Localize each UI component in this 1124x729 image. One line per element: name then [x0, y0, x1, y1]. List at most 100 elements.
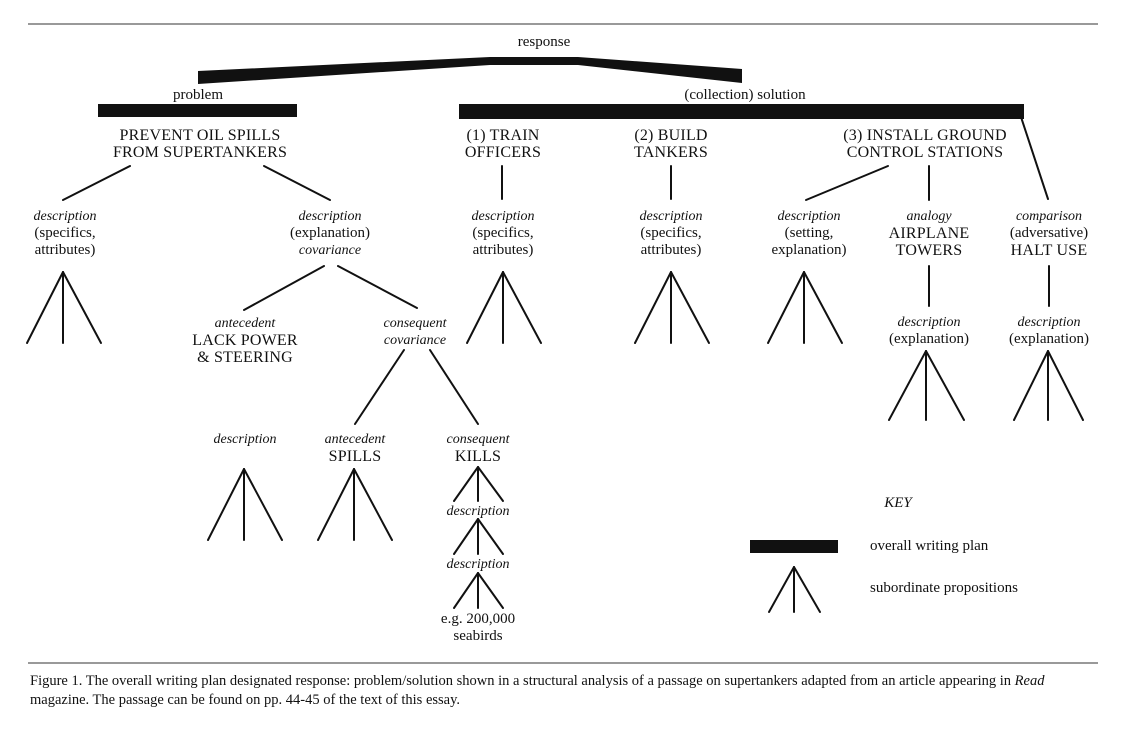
desc-a-line-1: description: [33, 209, 97, 224]
edge-cons-desc: [354, 349, 405, 425]
edge-install-desc: [805, 165, 889, 201]
node-prevent-oil-spills: PREVENT OIL SPILLS FROM SUPERTANKERS: [80, 127, 320, 161]
desc-t-line-1: description: [471, 209, 535, 224]
analogy-line-1: analogy: [906, 209, 952, 224]
label-problem: problem: [173, 87, 223, 103]
desc-co-line-1: description: [1017, 315, 1081, 330]
tri-setting: [767, 271, 843, 344]
desc-b-line-3: covariance: [298, 243, 362, 258]
desc-t-line-3: attributes): [472, 242, 534, 258]
cons1-line-2: covariance: [383, 333, 447, 348]
node-description-train: description (specifics, attributes): [443, 208, 563, 259]
node-consequent-kills: consequent KILLS: [428, 431, 528, 465]
key-bar-icon: [750, 540, 838, 553]
tri-comparison: [1013, 350, 1084, 421]
tri-build: [634, 271, 710, 344]
desc-an-line-2: (explanation): [889, 331, 969, 347]
plan-bar-problem: [98, 104, 297, 117]
comp-line-3: HALT USE: [1010, 242, 1088, 259]
desc-bu-line-1: description: [639, 209, 703, 224]
node-description-specifics-a: description (specifics, attributes): [5, 208, 125, 259]
caption-magazine-name: Read: [1014, 673, 1045, 689]
desc-b-line-2: (explanation): [290, 225, 370, 241]
tri-desc-c: [207, 468, 283, 541]
edge-problem-desc-a: [62, 165, 131, 201]
key-title: KEY: [884, 495, 912, 511]
node-comparison-halt-use: comparison (adversative) HALT USE: [994, 208, 1104, 259]
key-triangle-label: subordinate propositions: [870, 580, 1018, 596]
node-description-analogy: description (explanation): [869, 314, 989, 348]
comp-line-2: (adversative): [1009, 225, 1089, 241]
node-description-setting: description (setting, explanation): [749, 208, 869, 259]
node-description-build: description (specifics, attributes): [611, 208, 731, 259]
node-description-comparison: description (explanation): [989, 314, 1109, 348]
node-description-explanation-covariance: description (explanation) covariance: [270, 208, 390, 259]
edge-solution-comparison: [1020, 116, 1049, 200]
tri-analogy: [888, 350, 965, 421]
edge-cov-consequent: [337, 265, 418, 309]
tri-kills-1: [453, 466, 504, 502]
edge-cons-kills: [429, 349, 479, 425]
node-train-officers: (1) TRAIN OFFICERS: [433, 127, 573, 161]
node-build-tankers: (2) BUILD TANKERS: [601, 127, 741, 161]
node-antecedent-lack-power: antecedent LACK POWER & STEERING: [170, 315, 320, 366]
node-consequent-covariance: consequent covariance: [365, 315, 465, 349]
ante2-line-1: antecedent: [324, 432, 386, 447]
ante2-line-2: SPILLS: [328, 448, 382, 465]
label-response: response: [517, 34, 571, 50]
cons1-line-1: consequent: [383, 316, 447, 331]
eg-line-2: seabirds: [453, 628, 503, 644]
comp-line-1: comparison: [1015, 209, 1083, 224]
eg-line-1: e.g. 200,000: [440, 611, 516, 627]
desc-s-line-2: (setting,: [784, 225, 834, 241]
node-kills-description-1: description: [446, 504, 510, 519]
ante1-line-3: & STEERING: [197, 349, 293, 366]
label-solution: (collection) solution: [684, 87, 806, 103]
analogy-line-2: AIRPLANE: [888, 225, 970, 242]
edge-problem-desc-b: [263, 165, 331, 201]
install-line-2: CONTROL STATIONS: [846, 144, 1004, 161]
tri-train: [466, 271, 542, 344]
desc-co-line-2: (explanation): [1009, 331, 1089, 347]
node-install-ground-control: (3) INSTALL GROUND CONTROL STATIONS: [815, 127, 1035, 161]
desc-b-line-1: description: [298, 209, 362, 224]
desc-s-line-3: explanation): [771, 242, 847, 258]
ante1-line-2: LACK POWER: [192, 332, 298, 349]
install-line-1: (3) INSTALL GROUND: [843, 127, 1007, 144]
desc-a-line-2: (specifics,: [34, 225, 96, 241]
desc-s-line-1: description: [777, 209, 841, 224]
cons2-line-1: consequent: [446, 432, 510, 447]
desc-an-line-1: description: [897, 315, 961, 330]
tri-kills-2: [453, 518, 504, 555]
train-line-2: OFFICERS: [464, 144, 542, 161]
build-line-1: (2) BUILD: [634, 127, 708, 144]
train-line-1: (1) TRAIN: [466, 127, 540, 144]
key-bar-label: overall writing plan: [870, 538, 989, 554]
cons2-line-2: KILLS: [454, 448, 502, 465]
plan-bar-response: [198, 57, 742, 84]
node-antecedent-spills: antecedent SPILLS: [305, 431, 405, 465]
figure-caption: Figure 1. The overall writing plan desig…: [30, 672, 1100, 710]
tri-kills-3: [453, 572, 504, 609]
desc-bu-line-2: (specifics,: [640, 225, 702, 241]
node-kills-description-2: description: [446, 557, 510, 572]
node-analogy-airplane-towers: analogy AIRPLANE TOWERS: [874, 208, 984, 259]
tri-spills: [317, 468, 393, 541]
plan-bar-solution: [459, 104, 1024, 119]
ante1-line-1: antecedent: [214, 316, 276, 331]
caption-text-2: magazine. The passage can be found on pp…: [30, 692, 461, 708]
key-triangle-icon: [768, 566, 821, 613]
desc-a-line-3: attributes): [34, 242, 96, 258]
node-description-c: description: [213, 432, 277, 447]
caption-text-1: Figure 1. The overall writing plan desig…: [30, 673, 1015, 689]
tri-desc-a: [26, 271, 102, 344]
prevent-line-2: FROM SUPERTANKERS: [112, 144, 288, 161]
prevent-line-1: PREVENT OIL SPILLS: [119, 127, 281, 144]
desc-bu-line-3: attributes): [640, 242, 702, 258]
node-example-seabirds: e.g. 200,000 seabirds: [418, 611, 538, 645]
edge-cov-antecedent: [243, 265, 325, 311]
build-line-2: TANKERS: [634, 144, 708, 161]
desc-t-line-2: (specifics,: [472, 225, 534, 241]
analogy-line-3: TOWERS: [895, 242, 963, 259]
